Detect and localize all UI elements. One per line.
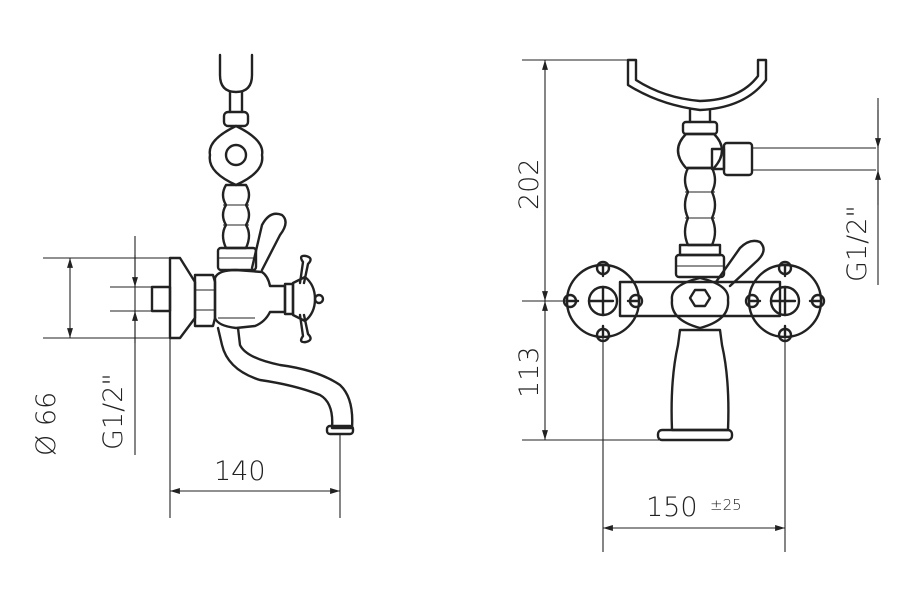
height-lower-label: 113 [514,346,545,398]
height-upper-label: 202 [514,158,545,210]
shower-hook [218,53,254,94]
mixer-body [213,268,287,330]
dim-height-upper: 202 [514,59,630,302]
diverter-lever-front [714,239,765,288]
dim-width: 140 [169,338,341,518]
bath-spout [670,328,730,432]
diverter-lever [250,212,287,272]
diameter-label: Ø 66 [31,392,62,456]
wall-flange [168,256,197,340]
side-view: Ø 66 G1/2" 140 [31,53,355,518]
spacing-tolerance-label: ±25 [710,496,742,514]
thread-label-front: G1/2" [842,205,873,282]
front-view: 202 113 G1/2" 150 ±25 [514,58,881,552]
dim-spacing: 150 ±25 [602,337,786,552]
center-hex [670,276,730,330]
dim-thread-front: G1/2" [842,98,881,285]
spacing-label: 150 [646,492,698,523]
thread-label-side: G1/2" [98,373,129,450]
hex-nut [193,273,217,328]
inlet-connector [150,285,172,313]
medallion [208,124,264,187]
shower-cradle [626,58,768,112]
width-label: 140 [214,456,266,487]
left-cross-handle [562,260,644,343]
dim-thread-side: G1/2" [98,236,152,455]
spout [216,326,354,430]
right-cross-handle [744,260,826,343]
dim-height-lower: 113 [514,301,660,441]
mixer-bar [618,280,782,318]
dim-diameter: Ø 66 [31,257,172,456]
